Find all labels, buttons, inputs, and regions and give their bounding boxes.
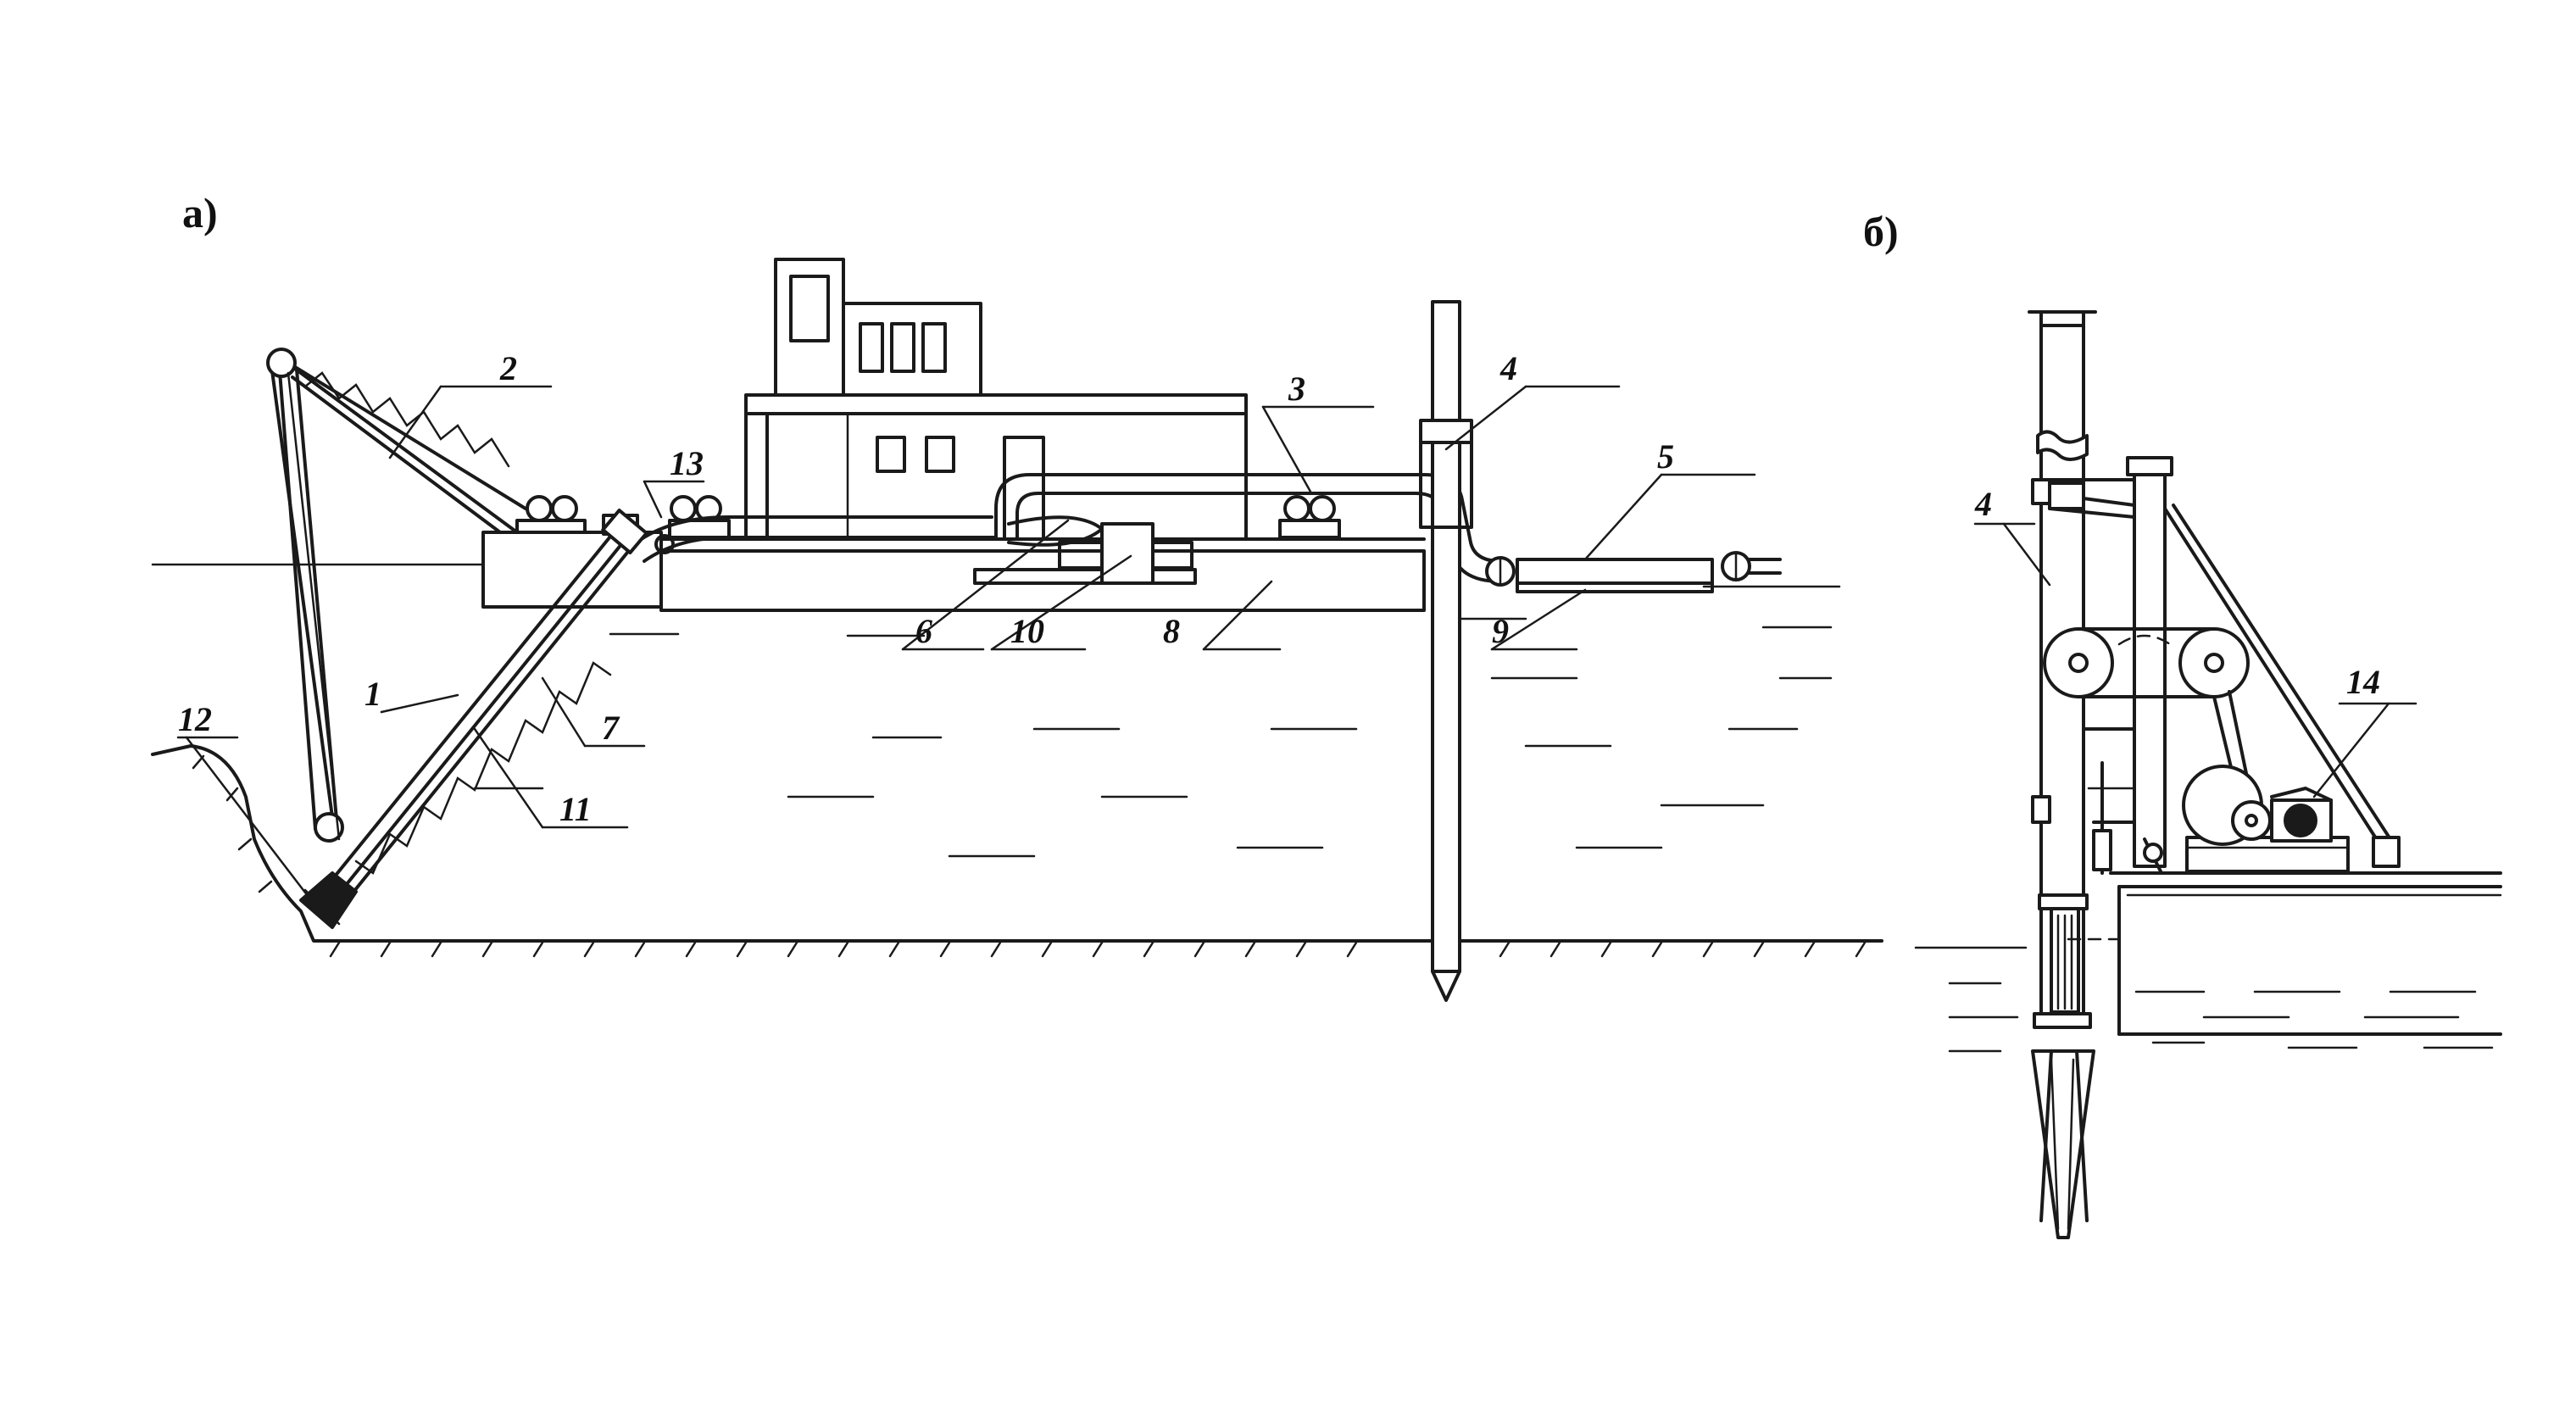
- callout-2: 2: [499, 349, 517, 387]
- panel-a: а): [151, 189, 1883, 1002]
- pump-and-drive: [1007, 515, 1193, 585]
- water-surface-b: [1914, 946, 2494, 1053]
- ground-bottom: [151, 744, 1883, 958]
- callouts-panel-a: 2 3 4 5 13 6 10 8 9 1 7 11 12: [176, 349, 1756, 905]
- callouts-panel-b: 4 14: [1973, 485, 2417, 798]
- callout-6: 6: [915, 612, 932, 650]
- callout-4: 4: [1499, 349, 1517, 387]
- callout-3: 3: [1288, 370, 1305, 408]
- floating-pipeline: [1516, 551, 1782, 593]
- callout-b-14: 14: [2346, 663, 2380, 701]
- spud-pile-b: [2028, 310, 2097, 1239]
- cutter-head: [299, 871, 358, 929]
- panel-a-label: а): [182, 189, 218, 236]
- pulley-block-b: [2043, 627, 2260, 832]
- panel-b-label: б): [1863, 208, 1899, 255]
- callout-13: 13: [670, 444, 704, 482]
- water-surface: [151, 563, 1841, 858]
- cabin-superstructure: [744, 258, 1248, 541]
- callout-11: 11: [559, 790, 592, 828]
- guide-mast-b: [2048, 456, 2401, 875]
- panel-b: б): [1863, 208, 2502, 1239]
- callout-12: 12: [178, 700, 212, 738]
- spud-pile: [1419, 300, 1473, 1002]
- suction-ladder: [329, 509, 998, 897]
- deck-hull-b: [2067, 871, 2502, 1036]
- callout-5: 5: [1657, 437, 1674, 476]
- gantry-frame: [266, 348, 527, 843]
- callout-1: 1: [364, 675, 381, 713]
- callout-9: 9: [1492, 612, 1509, 650]
- callout-10: 10: [1010, 612, 1044, 650]
- callout-b-4: 4: [1974, 485, 1992, 523]
- winch-drive-b: [2182, 765, 2350, 873]
- callout-8: 8: [1163, 612, 1180, 650]
- callout-7: 7: [602, 709, 620, 747]
